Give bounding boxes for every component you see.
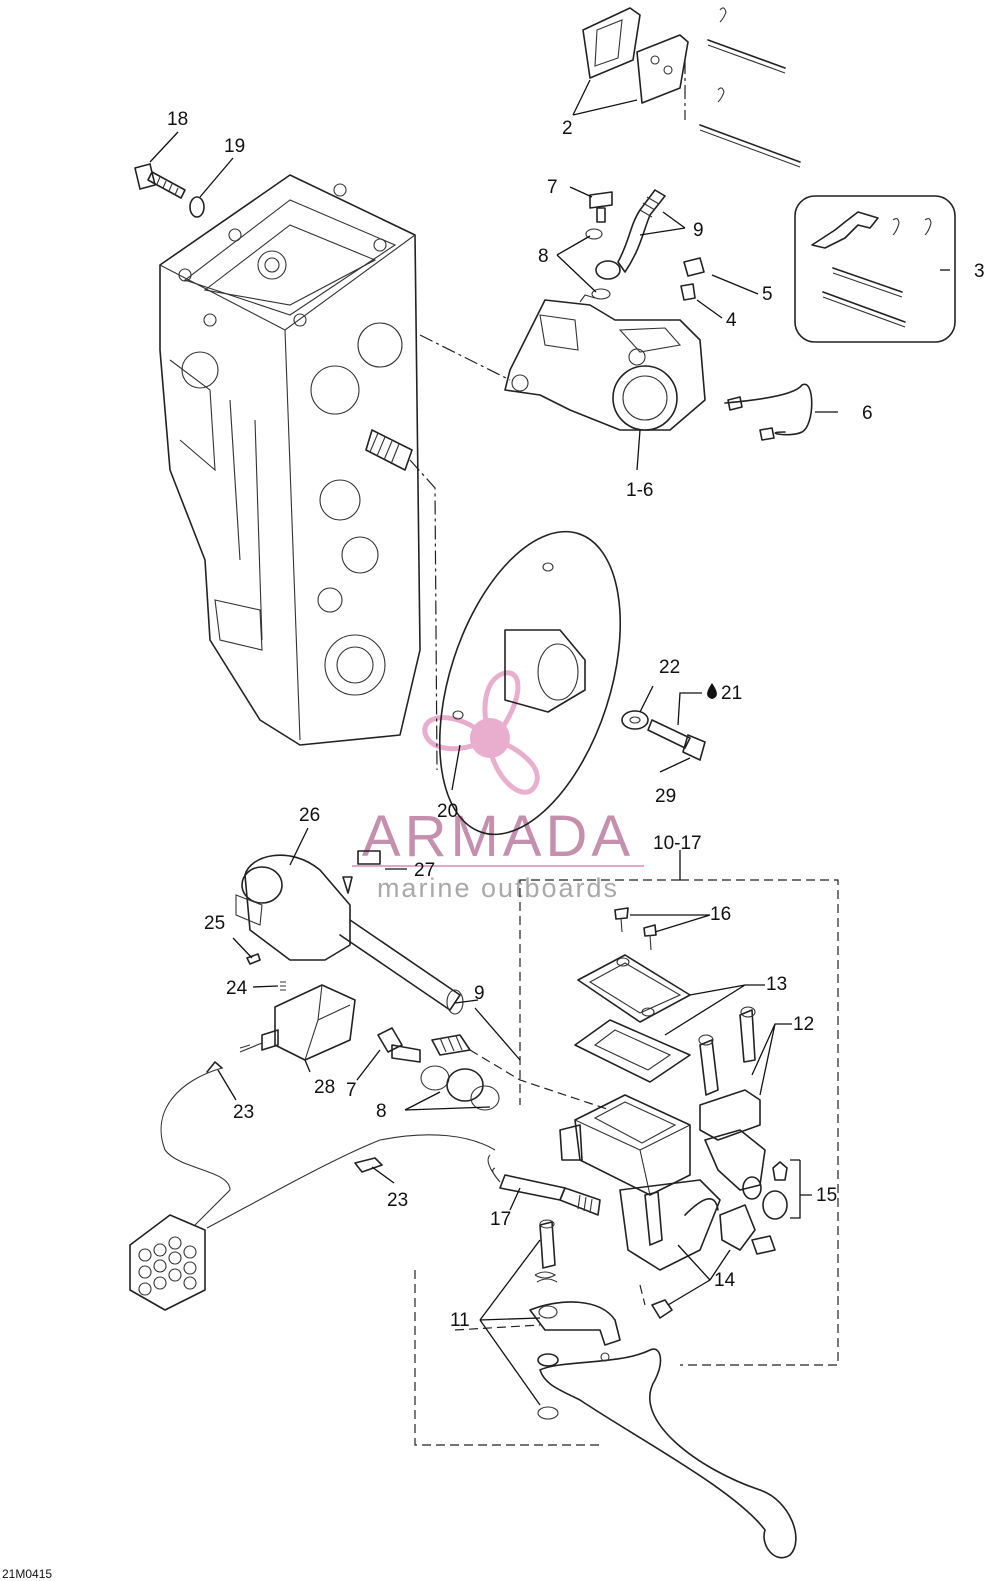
pad-hardware-kit (794, 195, 956, 343)
callout-19: 19 (224, 136, 245, 157)
callout-25: 25 (204, 913, 225, 934)
gearbox-housing (159, 174, 421, 746)
callout-11: 11 (450, 1310, 470, 1331)
switch-connector (239, 984, 356, 1061)
callout-15: 15 (816, 1185, 837, 1206)
callout-29: 29 (655, 786, 676, 807)
disc-bolt (621, 710, 706, 761)
callout-7-lower: 7 (346, 1080, 357, 1101)
callout-22: 22 (659, 657, 680, 678)
callout-9-upper: 9 (693, 220, 704, 241)
callout-20: 20 (437, 801, 458, 822)
watermark-tagline: marine outboards (377, 873, 619, 903)
master-cylinder-fittings (377, 1027, 611, 1111)
wiring-harness (129, 1061, 496, 1311)
propeller-logo-icon (422, 670, 540, 795)
callout-18: 18 (167, 109, 188, 130)
callout-27: 27 (414, 860, 435, 881)
callout-17: 17 (490, 1209, 511, 1230)
brake-disc (438, 530, 622, 836)
bolt-and-washer (134, 163, 205, 218)
callout-26: 26 (299, 805, 320, 826)
callout-13: 13 (766, 974, 787, 995)
callout-12: 12 (793, 1014, 814, 1035)
callout-23-right: 23 (387, 1190, 408, 1211)
callout-8-upper: 8 (538, 246, 549, 267)
caliper-fittings (585, 189, 813, 441)
leader-lines-upper (149, 60, 950, 791)
callout-21: 21 (721, 683, 742, 704)
small-screws (246, 953, 286, 991)
callout-23-left: 23 (233, 1102, 254, 1123)
callout-6: 6 (862, 403, 873, 424)
callout-labels: 2 3 4 5 6 7 7 8 8 9 9 10-17 11 12 13 14 … (2, 109, 985, 1581)
brake-caliper (504, 294, 706, 431)
watermark-brand: ARMADA (362, 804, 634, 869)
brake-pads (582, 7, 801, 168)
callout-28: 28 (314, 1077, 335, 1098)
callout-5: 5 (762, 284, 773, 305)
oil-drop-icon (707, 683, 717, 699)
callout-3: 3 (974, 261, 985, 282)
assembly-outline (414, 879, 839, 1446)
callout-8-lower: 8 (376, 1101, 387, 1122)
callout-10-17: 10-17 (653, 833, 702, 854)
callout-7-upper: 7 (547, 177, 558, 198)
watermark: ARMADA marine outboards (352, 670, 644, 903)
leader-lines-lower (217, 827, 812, 1406)
callout-9-lower: 9 (474, 983, 485, 1004)
multi-pin-connector (129, 1214, 206, 1311)
callout-4: 4 (726, 310, 737, 331)
callout-14: 14 (714, 1270, 736, 1291)
master-cylinder (487, 907, 788, 1319)
callout-2: 2 (562, 118, 573, 139)
diagram-code: 21M0415 (2, 1567, 52, 1581)
callout-24: 24 (226, 978, 248, 999)
callout-16: 16 (710, 904, 731, 925)
callout-1-6: 1-6 (626, 480, 653, 501)
brake-lever (529, 1219, 797, 1559)
